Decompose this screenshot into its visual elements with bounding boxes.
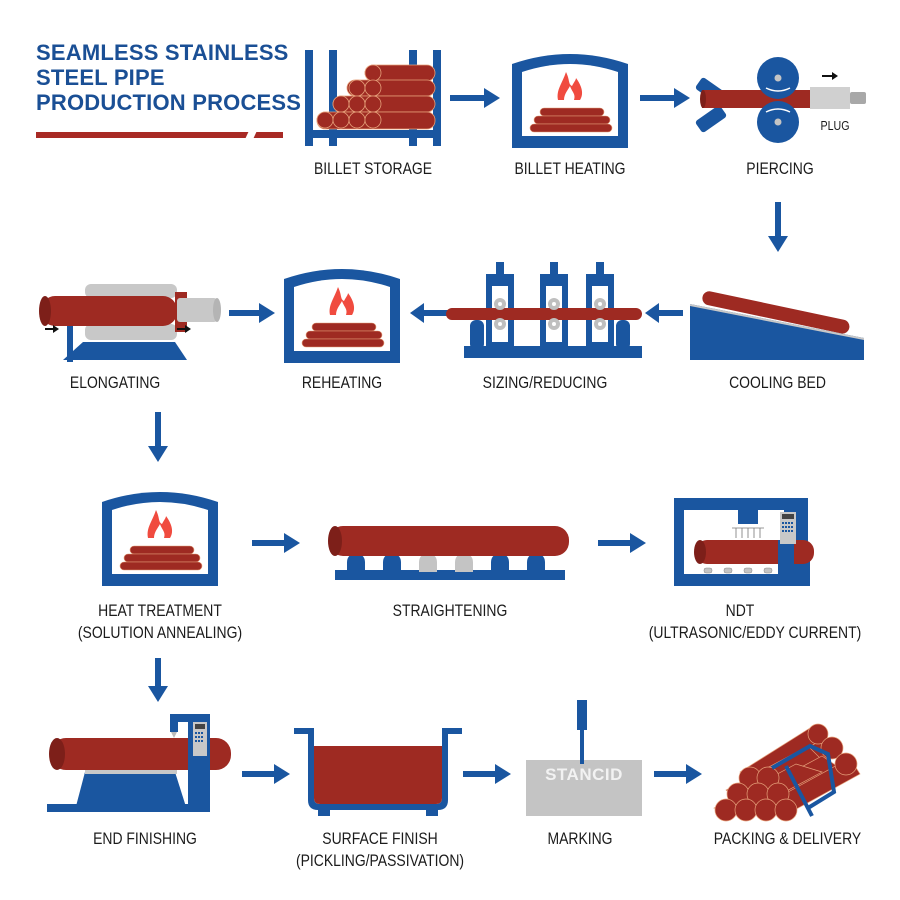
step-label-cooling-bed: COOLING BED — [729, 373, 826, 392]
stamping-tool-icon — [526, 700, 642, 816]
step-label-marking: MARKING — [547, 829, 613, 848]
arrow-left-icon — [645, 303, 683, 323]
arrow-down-icon — [148, 658, 168, 702]
step-label-end-finishing: END FINISHING — [93, 829, 197, 848]
strap-icon — [770, 743, 837, 817]
arrow-right-icon — [450, 88, 500, 108]
page-title: SEAMLESS STAINLESS STEEL PIPE PRODUCTION… — [36, 40, 301, 115]
arrow-right-icon — [598, 533, 646, 553]
arrow-down-icon — [148, 412, 168, 462]
arrow-right-icon — [252, 533, 300, 553]
step-label-packing-delivery: PACKING & DELIVERY — [713, 829, 862, 848]
arrow-right-icon — [242, 764, 290, 784]
billet-storage-icon — [305, 50, 441, 146]
step-label-sizing-reducing: SIZING/REDUCING — [482, 373, 608, 392]
step-label-billet-storage: BILLET STORAGE — [313, 159, 433, 178]
arrow-right-icon — [229, 303, 275, 323]
step-sublabel-surface-finish: (PICKLING/PASSIVATION) — [295, 851, 465, 870]
sizing-mill-icon — [446, 262, 642, 358]
step-label-ndt: NDT — [725, 601, 755, 620]
furnace-icon — [102, 492, 218, 586]
piercing-mill-icon — [695, 57, 866, 143]
pipe-bundle-icon — [713, 723, 861, 822]
arrow-down-icon — [768, 202, 788, 252]
title-underline — [36, 132, 283, 138]
arrow-right-icon — [654, 764, 702, 784]
flame-icon — [329, 287, 355, 315]
direction-arrow-icon — [45, 325, 59, 333]
furnace-icon — [512, 54, 628, 148]
pickling-tank-icon — [294, 728, 462, 816]
direction-arrow-icon — [822, 72, 838, 80]
direction-arrow-icon — [177, 325, 191, 333]
step-label-straightening: STRAIGHTENING — [392, 601, 508, 620]
step-label-heat-treatment: HEAT TREATMENT — [98, 601, 222, 620]
flame-icon — [147, 510, 173, 538]
step-sublabel-heat-treatment: (SOLUTION ANNEALING) — [77, 623, 243, 642]
end-finishing-machine-icon — [47, 714, 231, 812]
plug-annotation: PLUG — [820, 118, 850, 133]
straightening-machine-icon — [328, 526, 569, 580]
ndt-machine-icon — [674, 498, 814, 586]
furnace-icon — [284, 269, 400, 363]
arrow-right-icon — [463, 764, 511, 784]
step-label-surface-finish: SURFACE FINISH — [322, 829, 438, 848]
arrow-right-icon — [640, 88, 690, 108]
stamp-text: STANCID — [545, 765, 623, 784]
title-line-2: STEEL PIPE — [36, 65, 165, 90]
cooling-bed-icon — [690, 291, 864, 360]
control-panel-icon — [193, 722, 207, 756]
arrow-left-icon — [410, 303, 448, 323]
elongating-mill-icon — [39, 284, 221, 362]
title-line-1: SEAMLESS STAINLESS — [36, 40, 289, 65]
flame-icon — [557, 72, 583, 100]
step-sublabel-ndt: (ULTRASONIC/EDDY CURRENT) — [648, 623, 862, 642]
step-label-reheating: REHEATING — [301, 373, 383, 392]
step-label-billet-heating: BILLET HEATING — [514, 159, 626, 178]
title-line-3: PRODUCTION PROCESS — [36, 90, 302, 115]
step-label-piercing: PIERCING — [746, 159, 814, 178]
step-label-elongating: ELONGATING — [69, 373, 161, 392]
control-panel-icon — [780, 512, 796, 544]
